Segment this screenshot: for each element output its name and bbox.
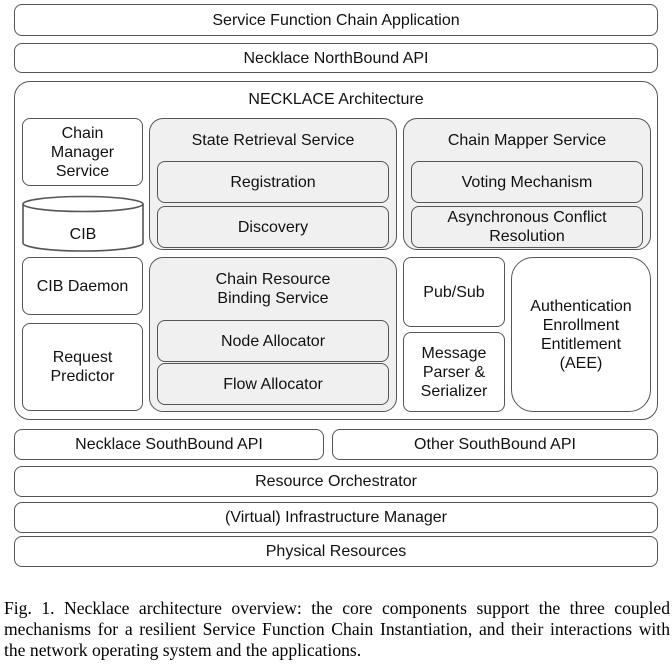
other-southbound-api-layer: Other SouthBound API — [332, 429, 658, 460]
message-parser-serializer: Message Parser & Serializer — [403, 332, 505, 412]
physical-resources-label: Physical Resources — [265, 543, 407, 560]
registration-label: Registration — [230, 173, 316, 191]
flow-allocator: Flow Allocator — [157, 363, 389, 405]
flow-allocator-label: Flow Allocator — [223, 375, 323, 393]
node-allocator: Node Allocator — [157, 320, 389, 362]
request-predictor: Request Predictor — [22, 323, 143, 411]
pub-sub-label: Pub/Sub — [423, 283, 485, 301]
aee-label: Authentication Enrollment Entitlement (A… — [530, 297, 632, 372]
request-predictor-label: Request Predictor — [50, 349, 115, 385]
async-conflict-resolution: Asynchronous Conflict Resolution — [411, 206, 643, 248]
figure-caption: Fig. 1. Necklace architecture overview: … — [4, 598, 670, 660]
infrastructure-manager-label: (Virtual) Infrastructure Manager — [224, 509, 447, 526]
cib-daemon-label: CIB Daemon — [36, 277, 129, 295]
architecture-title: NECKLACE Architecture — [248, 91, 424, 108]
registration: Registration — [157, 161, 389, 203]
application-layer-label: Service Function Chain Application — [212, 11, 460, 29]
voting-mechanism-label: Voting Mechanism — [461, 173, 593, 191]
southbound-api-label: Necklace SouthBound API — [75, 436, 263, 453]
infrastructure-manager-layer: (Virtual) Infrastructure Manager — [14, 502, 658, 533]
cib-daemon: CIB Daemon — [22, 257, 143, 315]
voting-mechanism: Voting Mechanism — [411, 161, 643, 203]
chain-manager-service-label: Chain Manager Service — [50, 124, 115, 180]
application-layer: Service Function Chain Application — [14, 4, 658, 36]
aee: Authentication Enrollment Entitlement (A… — [511, 257, 651, 412]
chain-resource-binding-service-title: Chain Resource Binding Service — [215, 271, 331, 307]
node-allocator-label: Node Allocator — [220, 332, 326, 350]
async-conflict-resolution-label: Asynchronous Conflict Resolution — [447, 209, 607, 245]
discovery: Discovery — [157, 206, 389, 248]
pub-sub: Pub/Sub — [403, 257, 505, 327]
message-parser-serializer-label: Message Parser & Serializer — [420, 344, 488, 400]
chain-manager-service: Chain Manager Service — [22, 118, 143, 186]
resource-orchestrator-label: Resource Orchestrator — [255, 473, 417, 490]
discovery-label: Discovery — [237, 218, 309, 236]
southbound-api-layer: Necklace SouthBound API — [14, 429, 324, 460]
cib-database-icon — [22, 195, 144, 252]
resource-orchestrator-layer: Resource Orchestrator — [14, 466, 658, 497]
northbound-api-layer: Necklace NorthBound API — [14, 43, 658, 73]
cib-label: CIB — [69, 226, 97, 243]
physical-resources-layer: Physical Resources — [14, 536, 658, 567]
other-southbound-api-label: Other SouthBound API — [414, 436, 576, 453]
northbound-api-label: Necklace NorthBound API — [243, 49, 429, 67]
chain-mapper-service-title: Chain Mapper Service — [447, 132, 607, 149]
state-retrieval-service-title: State Retrieval Service — [191, 132, 355, 149]
